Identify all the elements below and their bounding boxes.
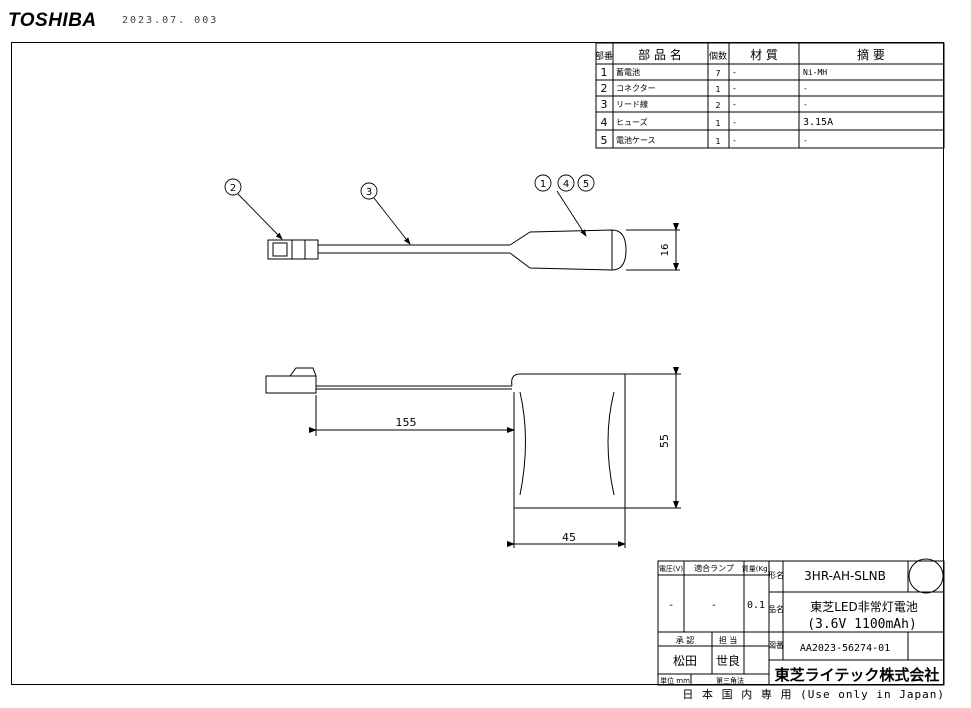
tb-approver: 松田	[673, 654, 697, 668]
part-4-note: 3.15A	[803, 117, 833, 128]
balloon-leaders	[224, 174, 595, 245]
part-1-qty: 7	[715, 69, 720, 78]
parts-table	[595, 42, 945, 149]
parts-header-material: 材 質	[750, 47, 778, 62]
tb-model-side: 形名	[768, 570, 784, 580]
tb-drawing-side: 図番	[768, 640, 784, 650]
part-5-note: -	[803, 136, 808, 145]
tb-approve-label: 承 認	[676, 635, 695, 645]
battery-side-view	[267, 223, 680, 271]
part-3-qty: 2	[715, 101, 720, 110]
part-2-material: -	[733, 84, 736, 93]
tb-model: 3HR-AH-SLNB	[804, 569, 886, 583]
tb-company: 東芝ライテック株式会社	[775, 666, 940, 684]
tb-product-side: 品名	[768, 604, 784, 614]
tb-voltage-value: -	[669, 600, 673, 611]
parts-header-no: 部番	[595, 50, 613, 62]
title-block	[657, 558, 945, 686]
dim-thickness: 16	[660, 244, 671, 257]
tb-charge-label: 担 当	[719, 635, 738, 645]
tb-voltage-label: 電圧(V)	[659, 565, 684, 573]
tb-person-in-charge: 世良	[716, 653, 740, 668]
part-1-no: 1	[601, 66, 608, 79]
tb-lamp-value: -	[712, 600, 716, 611]
part-3-note: -	[803, 100, 808, 109]
part-2-no: 2	[601, 82, 608, 95]
balloon-1: 1	[540, 179, 546, 190]
tb-weight-value: 0.1	[747, 600, 765, 611]
part-1-name: 蓄電池	[616, 67, 640, 77]
drawing-frame	[11, 42, 944, 685]
footer-note: 日 本 国 内 専 用 (Use only in Japan)	[682, 688, 945, 701]
parts-header-note: 摘 要	[857, 47, 885, 62]
balloon-5: 5	[583, 179, 589, 190]
part-5-qty: 1	[715, 137, 720, 146]
part-2-note: -	[803, 84, 808, 93]
part-2-qty: 1	[715, 85, 720, 94]
tb-projection-label: 第三角法	[716, 676, 744, 685]
part-4-qty: 1	[715, 119, 720, 128]
part-5-material: -	[733, 136, 736, 145]
part-5-name: 電池ケース	[616, 135, 656, 145]
part-4-no: 4	[601, 116, 608, 129]
balloon-2: 2	[230, 183, 236, 194]
part-3-no: 3	[601, 98, 608, 111]
brand-logo: TOSHIBA	[8, 10, 97, 31]
dim-height: 55	[658, 434, 671, 448]
part-4-material: -	[733, 118, 736, 127]
tb-unit-label: 単位 mm	[660, 676, 690, 685]
tb-drawing-number: AA2023-56274-01	[800, 643, 890, 654]
dim-width: 45	[562, 531, 576, 544]
parts-header-qty: 個数	[709, 50, 727, 62]
part-1-note: Ni-MH	[803, 68, 827, 77]
document-number: 2023.07. 003	[122, 15, 219, 26]
part-1-material: -	[733, 68, 736, 77]
part-3-material: -	[733, 100, 736, 109]
balloon-4: 4	[563, 179, 569, 190]
part-3-name: リード線	[616, 99, 648, 109]
dim-lead-length: 155	[396, 416, 417, 429]
battery-front-view	[265, 367, 681, 548]
tb-lamp-label: 適合ランプ	[694, 563, 734, 573]
tb-product-name: 東芝LED非常灯電池	[810, 599, 918, 614]
part-2-name: コネクター	[616, 84, 656, 93]
parts-header-name: 部 品 名	[638, 47, 682, 62]
tb-weight-label: 質量(Kg)	[742, 564, 771, 573]
tb-product-spec: (3.6V 1100mAh)	[807, 617, 917, 632]
part-5-no: 5	[601, 134, 608, 147]
balloon-3: 3	[366, 187, 372, 198]
part-4-name: ヒューズ	[616, 117, 648, 127]
